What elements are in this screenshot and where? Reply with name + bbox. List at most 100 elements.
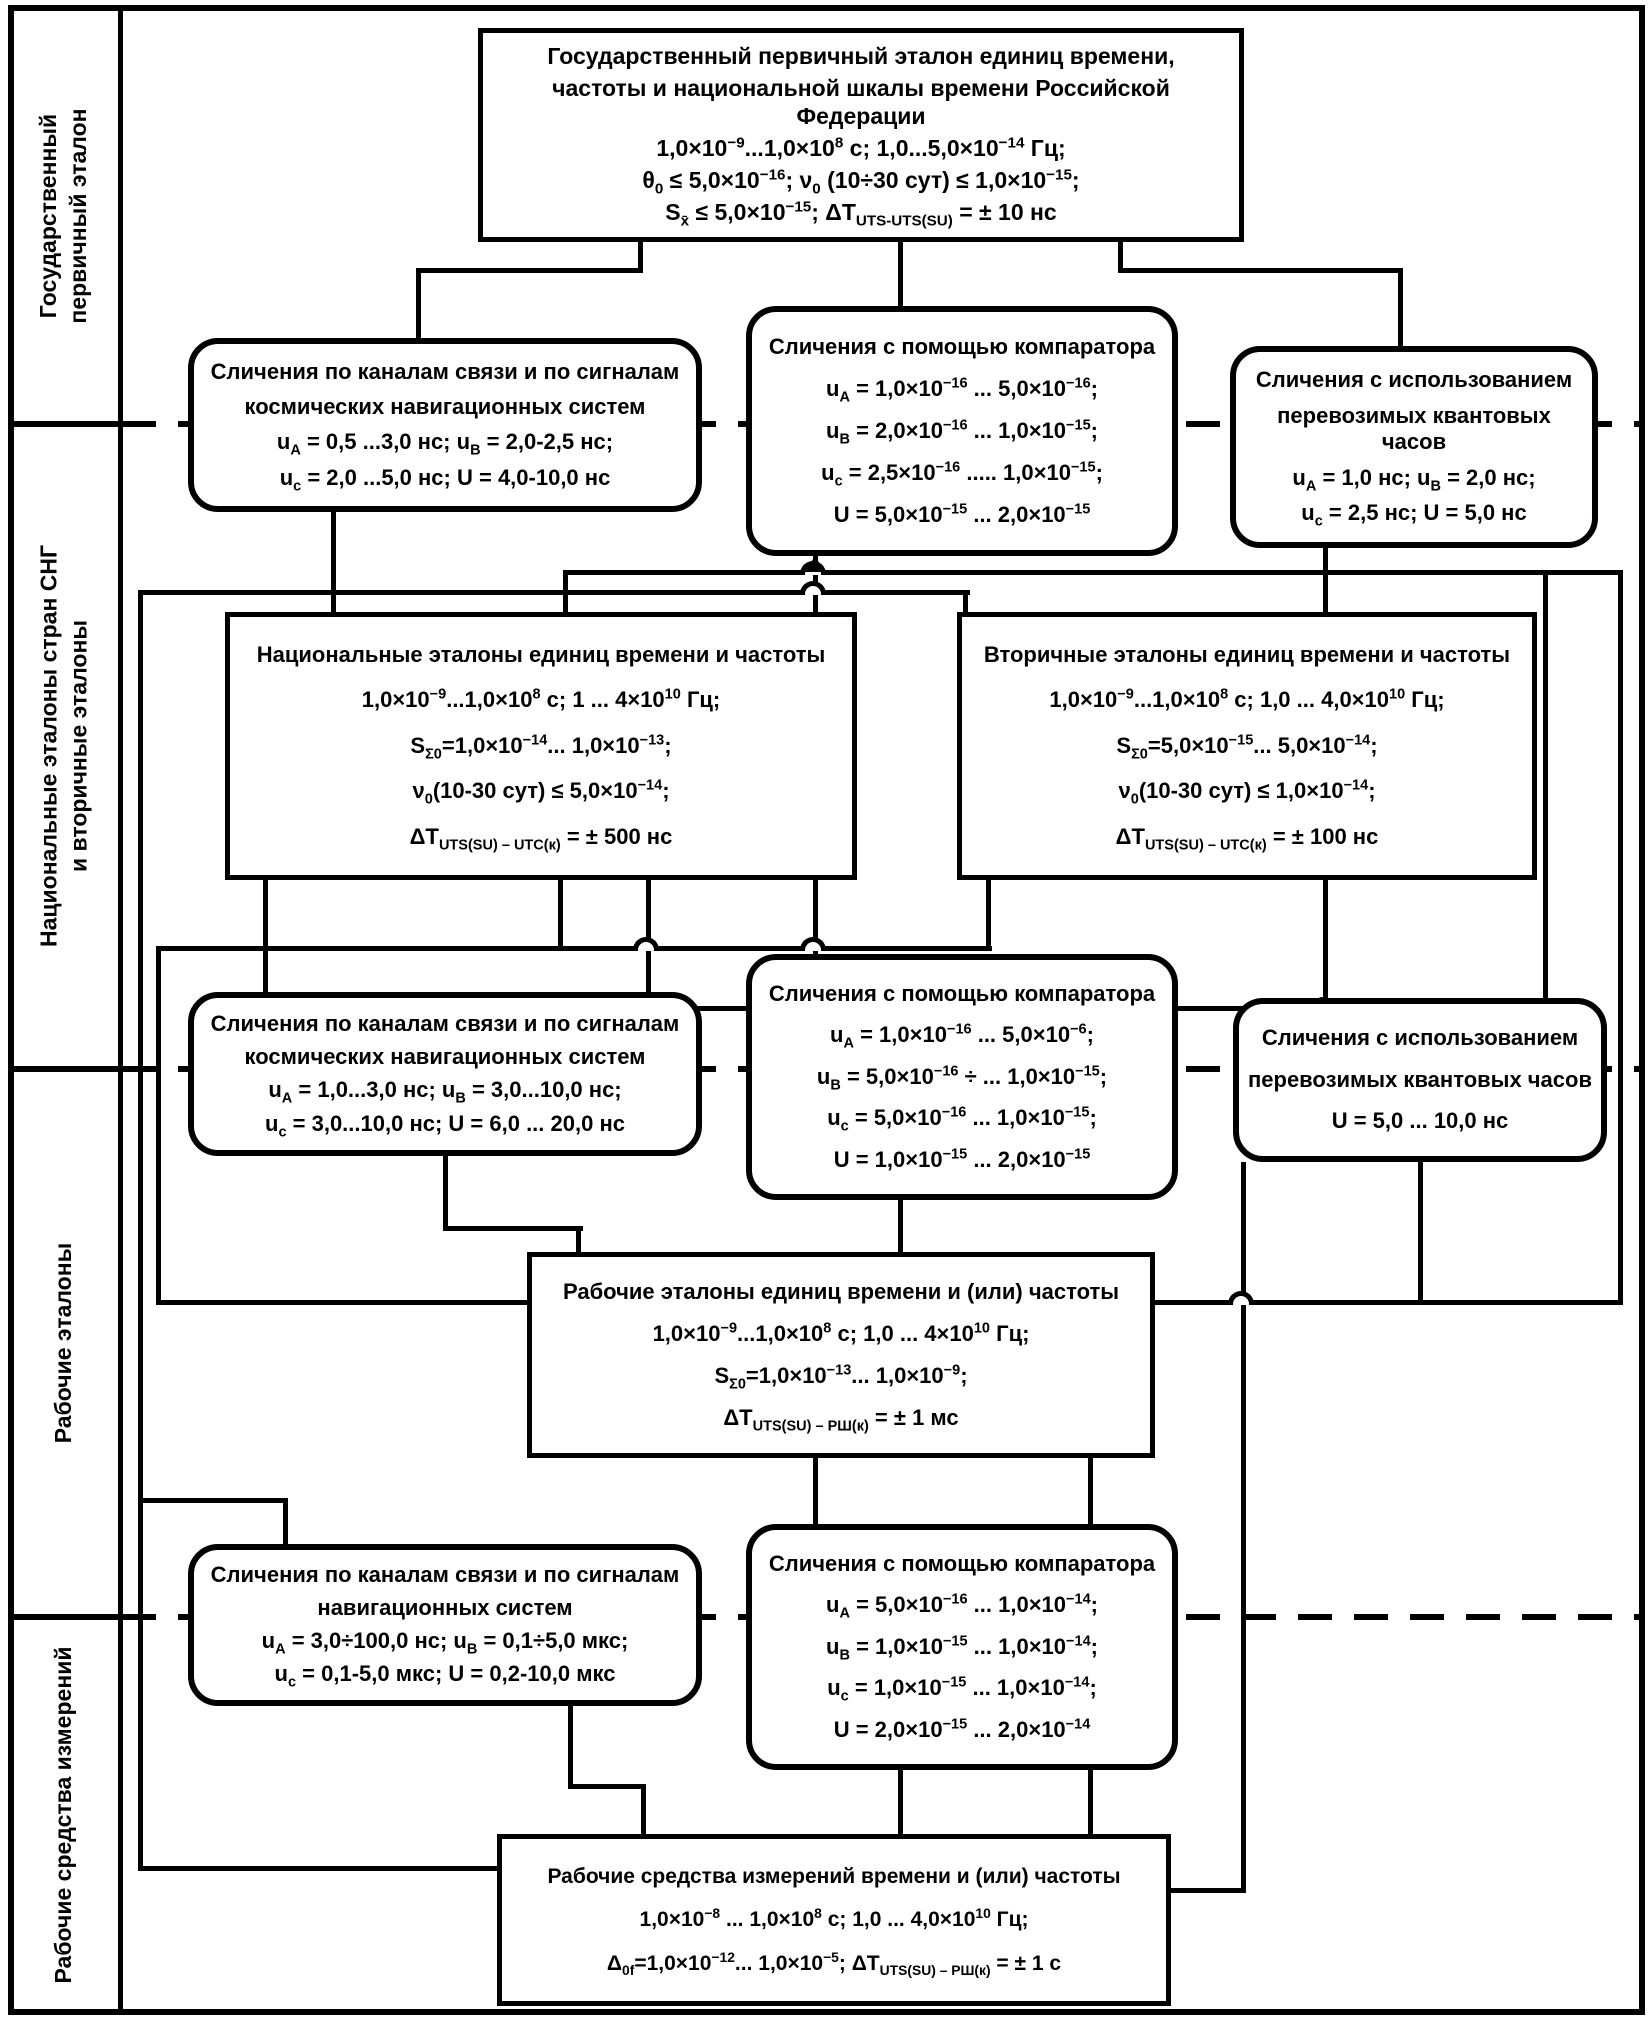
sidebar-divider-line bbox=[118, 5, 123, 2015]
text-line: Сличения по каналам связи и по сигналам bbox=[210, 358, 680, 384]
text-line: uB = 1,0×10−15 ... 1,0×10−14; bbox=[826, 1633, 1098, 1664]
text-line: uc = 2,5×10−16 ..... 1,0×10−15; bbox=[821, 459, 1103, 490]
box-comparison-comm-channels-2: Сличения по каналам связи и по сигналам … bbox=[188, 992, 702, 1156]
box-comparison-comm-channels-3: Сличения по каналам связи и по сигналам … bbox=[188, 1544, 702, 1706]
box-comparison-comparator-2: Сличения с помощью компаратора uA = 1,0×… bbox=[746, 954, 1178, 1200]
text-line: uA = 0,5 ...3,0 нс; uB = 2,0-2,5 нс; bbox=[276, 429, 614, 459]
text-line: навигационных систем bbox=[317, 1595, 573, 1621]
text-line: uA = 1,0 нс; uB = 2,0 нс; bbox=[1292, 464, 1536, 495]
connector-line bbox=[1171, 1888, 1246, 1893]
connector-line bbox=[156, 1300, 531, 1305]
text-line: uc = 1,0×10−15 ... 1,0×10−14; bbox=[827, 1674, 1097, 1705]
text-line: Рабочие средства измерений времени и (ил… bbox=[547, 1864, 1121, 1888]
text-line: U = 5,0 ... 10,0 нс bbox=[1331, 1108, 1509, 1134]
text-line: uc = 2,0 ...5,0 нс; U = 4,0-10,0 нс bbox=[279, 464, 611, 495]
connector-line bbox=[558, 880, 563, 948]
line-crossover-hop bbox=[800, 937, 826, 951]
connector-bus bbox=[156, 946, 992, 951]
box-working-measuring-instruments: Рабочие средства измерений времени и (ил… bbox=[497, 1834, 1171, 2006]
box-comparison-comparator-3: Сличения с помощью компаратора uA = 5,0×… bbox=[746, 1524, 1178, 1770]
sidebar-label-working-standards: Рабочие эталоны bbox=[50, 1242, 77, 1444]
connector-bus bbox=[563, 570, 1623, 575]
connector-line bbox=[963, 590, 968, 614]
text-line: uA = 5,0×10−16 ... 1,0×10−14; bbox=[826, 1592, 1098, 1622]
line-crossover-hop bbox=[800, 581, 826, 595]
band-separator-1 bbox=[8, 421, 124, 427]
text-line: ν0(10-30 сут) ≤ 5,0×10−14; bbox=[412, 777, 670, 808]
line-crossover-hop bbox=[1228, 1291, 1254, 1305]
connector-line bbox=[576, 1226, 581, 1254]
text-line: U = 1,0×10−15 ... 2,0×10−15 bbox=[833, 1146, 1091, 1172]
text-line: uB = 2,0×10−16 ... 1,0×10−15; bbox=[826, 417, 1098, 448]
text-line: ΔTUTS(SU) – РШ(к) = ± 1 мс bbox=[723, 1404, 959, 1435]
text-line: 1,0×10−9...1,0×108 с; 1,0 ... 4×1010 Гц; bbox=[652, 1320, 1030, 1346]
connector-bus bbox=[138, 590, 970, 595]
connector-line bbox=[1418, 1162, 1423, 1302]
box-comparison-quantum-clocks-1: Сличения с использованием перевозимых кв… bbox=[1230, 346, 1598, 548]
text-line: Сличения с помощью компаратора bbox=[768, 1551, 1156, 1576]
connector-rail-right bbox=[1618, 570, 1623, 1305]
connector-line bbox=[898, 1770, 903, 1836]
text-line: Сличения с помощью компаратора bbox=[768, 333, 1156, 359]
text-line: SΣ0=1,0×10−14... 1,0×10−13; bbox=[410, 732, 672, 763]
text-line: U = 5,0×10−15 ... 2,0×10−15 bbox=[833, 501, 1091, 527]
connector-line bbox=[898, 242, 903, 308]
text-line: ΔTUTS(SU) – UTC(к) = ± 100 нс bbox=[1115, 823, 1379, 853]
connector-line bbox=[568, 1706, 573, 1786]
text-line: частоты и национальной шкалы времени Рос… bbox=[552, 75, 1170, 129]
connector-line bbox=[331, 512, 336, 614]
box-working-standards: Рабочие эталоны единиц времени и (или) ч… bbox=[527, 1252, 1155, 1458]
connector-line bbox=[641, 1784, 646, 1836]
box-secondary-standards: Вторичные эталоны единиц времени и часто… bbox=[957, 612, 1537, 880]
text-line: перевозимых квантовых часов bbox=[1277, 402, 1551, 455]
connector-line bbox=[1398, 268, 1403, 348]
connector-line bbox=[1323, 880, 1328, 1000]
box-comparison-quantum-clocks-2: Сличения с использованием перевозимых кв… bbox=[1233, 998, 1607, 1162]
connector-line bbox=[443, 1156, 448, 1228]
connector-line bbox=[1153, 1300, 1623, 1305]
connector-rail-left-2 bbox=[156, 946, 161, 1304]
text-line: 1,0×10−9...1,0×108 с; 1,0...5,0×10−14 Гц… bbox=[656, 134, 1066, 161]
text-line: uA = 1,0...3,0 нс; uB = 3,0...10,0 нс; bbox=[268, 1077, 622, 1107]
text-line: Рабочие эталоны единиц времени и (или) ч… bbox=[562, 1278, 1120, 1304]
text-line: ν0(10-30 сут) ≤ 1,0×10−14; bbox=[1118, 777, 1376, 808]
text-line: 1,0×10−8 ... 1,0×108 с; 1,0 ... 4,0×1010… bbox=[639, 1905, 1029, 1932]
connector-line bbox=[898, 1200, 903, 1254]
text-line: U = 2,0×10−15 ... 2,0×10−14 bbox=[833, 1716, 1091, 1742]
sidebar-label-working-instruments: Рабочие средства измерений bbox=[50, 1646, 77, 1984]
connector-line bbox=[813, 880, 818, 956]
connector-line bbox=[138, 1498, 288, 1503]
text-line: uc = 5,0×10−16 ... 1,0×10−15; bbox=[827, 1104, 1097, 1135]
connector-line bbox=[283, 1498, 288, 1546]
connector-line bbox=[986, 880, 991, 948]
text-line: SΣ0=1,0×10−13... 1,0×10−9; bbox=[714, 1362, 968, 1393]
connector-line bbox=[1118, 242, 1123, 273]
text-line: космических навигационных систем bbox=[244, 1044, 646, 1070]
text-line: Сличения по каналам связи и по сигналам bbox=[210, 1010, 680, 1036]
text-line: SΣ0=5,0×10−15... 5,0×10−14; bbox=[1116, 732, 1378, 763]
box-comparison-comm-channels-1: Сличения по каналам связи и по сигналам … bbox=[188, 338, 702, 512]
text-line: uc = 0,1-5,0 мкс; U = 0,2-10,0 мкс bbox=[274, 1661, 616, 1691]
connector-line bbox=[1118, 268, 1403, 273]
arrowhead-up-icon bbox=[805, 556, 825, 572]
connector-line bbox=[263, 880, 268, 994]
line-crossover-hop bbox=[633, 937, 659, 951]
text-line: Sx̄ ≤ 5,0×10−15; ΔTUTS-UTS(SU) = ± 10 нс bbox=[665, 198, 1057, 230]
connector-line bbox=[1543, 570, 1548, 1000]
text-line: Сличения по каналам связи и по сигналам bbox=[210, 1562, 680, 1588]
box-national-standards: Национальные эталоны единиц времени и ча… bbox=[225, 612, 857, 880]
connector-line bbox=[813, 1458, 818, 1526]
band-separator-3 bbox=[8, 1614, 124, 1620]
box-state-primary-standard: Государственный первичный эталон единиц … bbox=[478, 28, 1244, 242]
text-line: uB = 5,0×10−16 ÷ ... 1,0×10−15; bbox=[816, 1063, 1108, 1094]
connector-line bbox=[568, 1784, 646, 1789]
text-line: 1,0×10−9...1,0×108 с; 1 ... 4×1010 Гц; bbox=[361, 687, 721, 713]
connector-line bbox=[443, 1226, 583, 1231]
text-line: Δ0f=1,0×10−12... 1,0×10−5; ΔTUTS(SU) – Р… bbox=[606, 1949, 1062, 1979]
connector-line bbox=[1323, 548, 1328, 614]
text-line: космических навигационных систем bbox=[244, 394, 646, 420]
text-line: Национальные эталоны единиц времени и ча… bbox=[256, 642, 826, 667]
connector-line bbox=[138, 1866, 499, 1871]
